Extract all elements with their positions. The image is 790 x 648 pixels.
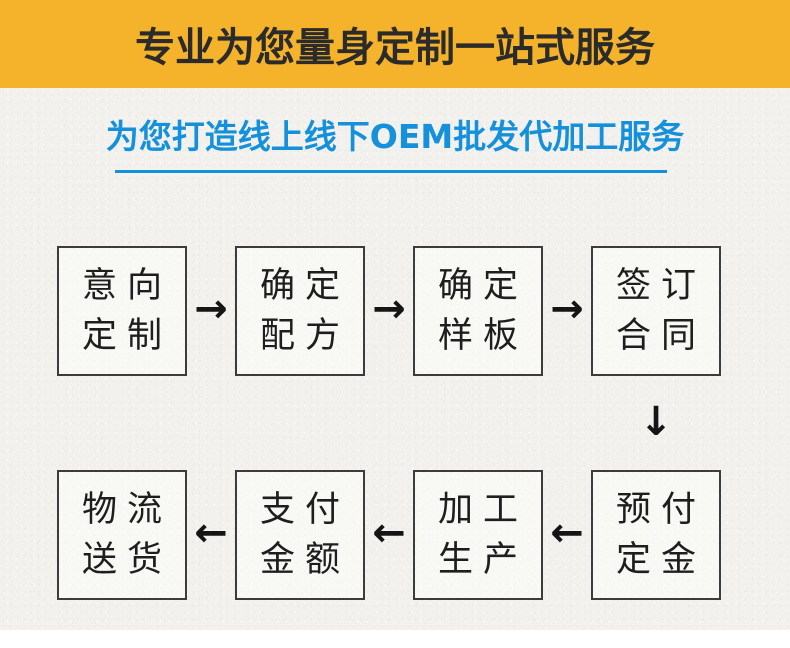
step-label: 支付 <box>259 490 350 530</box>
subtitle-underline <box>115 170 667 173</box>
step-label: 送货 <box>81 540 172 580</box>
left-arrow-icon: ← <box>550 510 584 556</box>
flow-row-2: 物流 送货 ← 支付 金额 ← 加工 生产 ← 预付 定金 <box>57 470 721 600</box>
subtitle-section: 为您打造线上线下OEM批发代加工服务 <box>0 110 790 158</box>
top-banner: 专业为您量身定制一站式服务 <box>0 0 790 88</box>
banner-title: 专业为您量身定制一站式服务 <box>135 25 655 71</box>
step-label: 加工 <box>437 490 528 530</box>
step-label: 配方 <box>259 316 350 356</box>
step-label: 物流 <box>81 490 172 530</box>
step-label: 确定 <box>259 266 350 306</box>
step-label: 生产 <box>437 540 528 580</box>
step-box-logistics-delivery: 物流 送货 <box>57 470 187 600</box>
step-box-processing-production: 加工 生产 <box>412 470 543 600</box>
step-label: 意向 <box>81 266 172 306</box>
step-box-confirm-sample: 确定 样板 <box>412 246 543 376</box>
flow-row-1: 意向 定制 → 确定 配方 → 确定 样板 → 签订 合同 <box>57 246 721 376</box>
right-arrow-icon: → <box>194 286 228 332</box>
step-label: 签订 <box>615 266 706 306</box>
step-label: 样板 <box>437 316 528 356</box>
step-label: 确定 <box>437 266 528 306</box>
left-arrow-icon: ← <box>194 510 228 556</box>
step-label: 定制 <box>81 316 172 356</box>
step-label: 预付 <box>615 490 706 530</box>
subtitle-text: 为您打造线上线下OEM批发代加工服务 <box>105 117 685 156</box>
right-arrow-icon: → <box>550 286 584 332</box>
down-arrow-icon: ↓ <box>639 399 673 445</box>
left-arrow-icon: ← <box>372 510 406 556</box>
step-box-sign-contract: 签订 合同 <box>590 246 721 376</box>
right-arrow-icon: → <box>372 286 406 332</box>
step-box-pay-amount: 支付 金额 <box>234 470 365 600</box>
step-label: 定金 <box>615 540 706 580</box>
step-box-intent-customization: 意向 定制 <box>57 246 187 376</box>
step-box-confirm-formula: 确定 配方 <box>234 246 365 376</box>
step-label: 金额 <box>259 540 350 580</box>
step-box-prepay-deposit: 预付 定金 <box>590 470 721 600</box>
step-label: 合同 <box>615 316 706 356</box>
